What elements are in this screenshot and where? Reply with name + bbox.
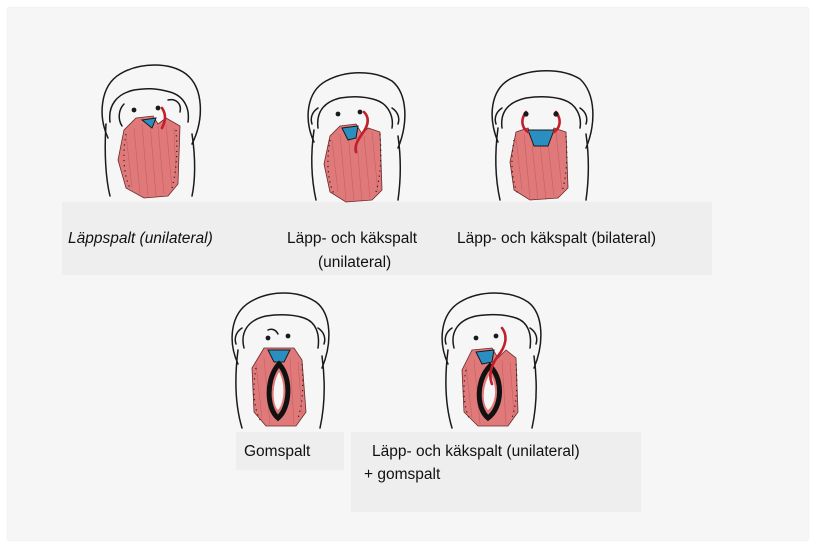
figure-unilateral-lip-cleft <box>96 64 206 200</box>
label-unilateral-lip-jaw-cleft-line1: Läpp- och käkspalt <box>287 228 417 249</box>
label-bilateral-lip-jaw-cleft: Läpp- och käkspalt (bilateral) <box>457 228 656 249</box>
lip-cleft-line <box>162 108 165 128</box>
palate-tissue <box>118 116 180 198</box>
label-lip-jaw-palate-cleft-line1: Läpp- och käkspalt (unilateral) <box>372 441 580 462</box>
figure-palate-cleft <box>226 292 336 430</box>
label-unilateral-lip-cleft: Läppspalt (unilateral) <box>68 228 213 249</box>
figure-lip-jaw-palate-cleft <box>436 292 548 430</box>
figure-unilateral-lip-jaw-cleft <box>302 72 412 202</box>
label-unilateral-lip-jaw-cleft-line2: (unilateral) <box>318 252 391 273</box>
label-palate-cleft: Gomspalt <box>244 441 310 462</box>
figure-bilateral-lip-jaw-cleft <box>486 70 600 202</box>
label-lip-jaw-palate-cleft-line2: + gomspalt <box>364 464 440 485</box>
